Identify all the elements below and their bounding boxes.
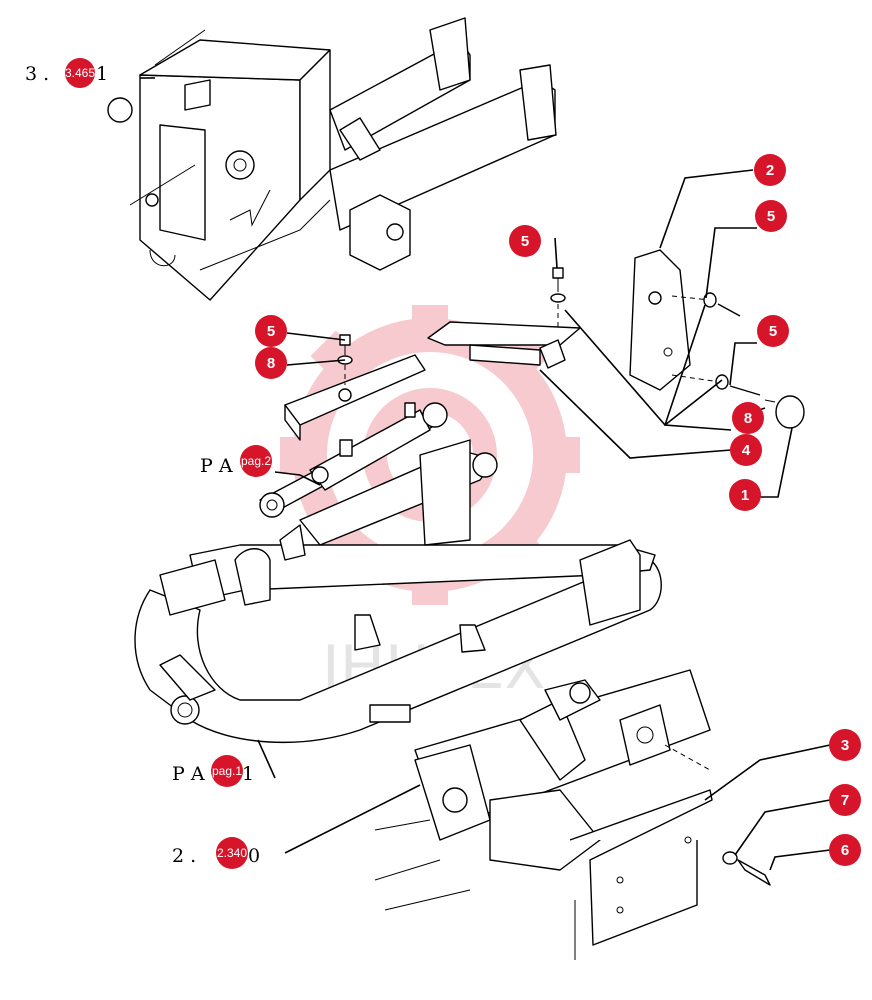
bolt-upper xyxy=(550,267,566,330)
svg-text:7: 7 xyxy=(841,792,849,809)
svg-text:8: 8 xyxy=(744,410,752,427)
hydraulic-cylinder xyxy=(259,354,448,518)
svg-text:2: 2 xyxy=(766,162,774,179)
svg-text:4: 4 xyxy=(742,442,751,459)
callout-6[interactable]: 6 xyxy=(829,834,861,866)
svg-text:8: 8 xyxy=(267,355,275,372)
svg-text:2 .: 2 . xyxy=(172,845,196,867)
svg-text:3.465: 3.465 xyxy=(65,66,95,80)
svg-text:P A: P A xyxy=(172,763,205,785)
callout-8a[interactable]: 8 xyxy=(255,347,287,379)
svg-text:P A: P A xyxy=(200,455,233,477)
svg-text:5: 5 xyxy=(267,323,275,340)
svg-text:5: 5 xyxy=(769,323,777,340)
svg-text:5: 5 xyxy=(767,208,775,225)
reference-top[interactable]: 3 . 3.465 1 xyxy=(25,58,108,88)
svg-text:2.340: 2.340 xyxy=(217,846,247,860)
svg-text:1: 1 xyxy=(741,487,749,504)
reference-bottom[interactable]: 2 . 2.340 0 xyxy=(172,837,260,869)
callout-2[interactable]: 2 xyxy=(754,154,786,186)
reference-page-1[interactable]: P A pag.1 1 xyxy=(172,755,254,787)
callout-5a[interactable]: 5 xyxy=(755,200,787,232)
leader-lines xyxy=(140,77,831,871)
svg-text:1: 1 xyxy=(96,63,108,85)
callout-5d[interactable]: 5 xyxy=(255,315,287,347)
axle-frame-assembly xyxy=(134,439,662,744)
support-post xyxy=(629,249,805,429)
svg-text:3 .: 3 . xyxy=(25,63,49,85)
callout-1[interactable]: 1 xyxy=(729,479,761,511)
svg-text:6: 6 xyxy=(841,842,849,859)
svg-text:3: 3 xyxy=(841,737,849,754)
callout-5b[interactable]: 5 xyxy=(509,225,541,257)
support-bracket xyxy=(427,321,581,369)
callout-5c[interactable]: 5 xyxy=(757,315,789,347)
callout-3[interactable]: 3 xyxy=(829,729,861,761)
callout-4[interactable]: 4 xyxy=(730,434,762,466)
reference-page-2[interactable]: P A pag.2 xyxy=(200,445,272,477)
svg-text:1: 1 xyxy=(242,763,254,785)
callout-7[interactable]: 7 xyxy=(829,784,861,816)
svg-text:5: 5 xyxy=(521,233,529,250)
svg-text:pag.1: pag.1 xyxy=(212,764,242,778)
svg-text:pag.2: pag.2 xyxy=(241,454,271,468)
rear-hitch-assembly xyxy=(374,669,771,960)
front-frame-assembly xyxy=(107,17,557,301)
svg-text:0: 0 xyxy=(248,845,260,867)
callout-8b[interactable]: 8 xyxy=(732,402,764,434)
